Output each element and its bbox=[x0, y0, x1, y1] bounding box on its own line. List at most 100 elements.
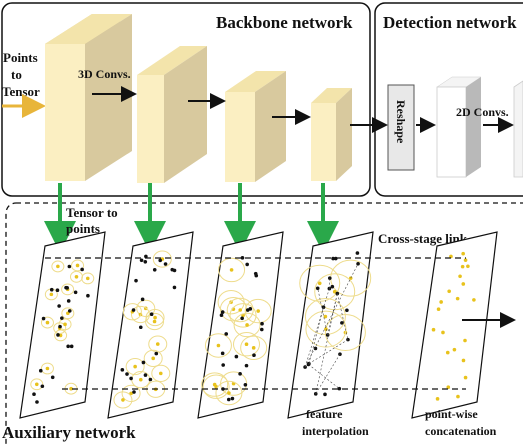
dark-point bbox=[69, 344, 74, 349]
yellow-point bbox=[461, 358, 466, 363]
dark-point bbox=[73, 290, 78, 295]
yellow-point bbox=[461, 282, 466, 286]
dark-point bbox=[120, 368, 125, 372]
dark-point bbox=[313, 346, 318, 351]
neighborhood-ring bbox=[58, 318, 72, 331]
yellow-point bbox=[251, 346, 256, 350]
yellow-point bbox=[63, 322, 67, 327]
neighborhood-ring bbox=[299, 264, 341, 302]
auxiliary-box bbox=[5, 202, 523, 445]
dark-point bbox=[170, 267, 175, 272]
neighborhood-ring bbox=[125, 357, 145, 376]
dark-point bbox=[57, 304, 61, 308]
dark-point bbox=[234, 354, 239, 359]
conv3d-label: 3D Convs. bbox=[78, 67, 131, 81]
interp-link bbox=[304, 288, 330, 368]
neighborhood-ring bbox=[244, 298, 272, 324]
yellow-point bbox=[323, 314, 328, 319]
dark-point bbox=[67, 264, 72, 269]
feature-map-icon bbox=[19, 231, 106, 419]
neighborhood-ring bbox=[71, 259, 85, 272]
yellow-point bbox=[436, 307, 441, 311]
dark-point bbox=[32, 392, 36, 397]
yellow-point bbox=[348, 276, 353, 280]
dark-point bbox=[230, 396, 235, 401]
yellow-point bbox=[461, 251, 465, 256]
neighborhood-ring bbox=[233, 332, 261, 357]
conv2d-block-2 bbox=[513, 80, 523, 178]
dark-point bbox=[66, 344, 70, 349]
yellow-point bbox=[463, 375, 468, 380]
dark-point bbox=[132, 390, 136, 394]
neighborhood-ring bbox=[143, 349, 163, 367]
neighborhood-ring bbox=[145, 308, 165, 327]
dark-point bbox=[41, 316, 46, 321]
neighborhood-ring bbox=[30, 378, 44, 391]
points-to-tensor-label-3: Tensor bbox=[2, 84, 40, 99]
dark-point bbox=[86, 293, 90, 298]
dark-point bbox=[243, 382, 248, 387]
yellow-point bbox=[447, 289, 451, 294]
neighborhood-ring bbox=[148, 335, 168, 353]
dark-point bbox=[134, 278, 138, 283]
feature-cube-2 bbox=[137, 46, 207, 183]
dark-point bbox=[129, 376, 133, 381]
yellow-point bbox=[75, 263, 80, 268]
conv2d-label: 2D Convs. bbox=[456, 105, 509, 119]
neighborhood-ring bbox=[217, 289, 245, 315]
dark-point bbox=[38, 368, 43, 373]
feature-map-icon bbox=[197, 231, 284, 419]
yellow-point bbox=[455, 296, 460, 301]
feature-map-icon bbox=[287, 231, 374, 419]
yellow-point bbox=[445, 350, 450, 355]
backbone-box bbox=[1, 2, 371, 197]
yellow-point bbox=[69, 386, 73, 391]
dark-point bbox=[138, 325, 143, 330]
yellow-point bbox=[441, 330, 445, 335]
yellow-point bbox=[45, 320, 50, 325]
points-to-tensor-label-2: to bbox=[11, 67, 22, 82]
neighborhood-ring bbox=[218, 257, 246, 283]
feature-cube-3 bbox=[225, 71, 286, 182]
yellow-point bbox=[435, 397, 440, 401]
auxiliary-title: Auxiliary network bbox=[2, 423, 136, 442]
yellow-point bbox=[216, 343, 221, 348]
dark-point bbox=[220, 310, 225, 314]
interp-link bbox=[308, 307, 324, 364]
yellow-point bbox=[463, 258, 468, 262]
neighborhood-ring bbox=[51, 260, 65, 273]
dark-point bbox=[139, 258, 144, 263]
dark-point bbox=[219, 313, 224, 318]
dark-point bbox=[245, 262, 249, 267]
yellow-point bbox=[458, 274, 462, 279]
neighborhood-ring bbox=[215, 380, 243, 406]
interp-link bbox=[308, 364, 340, 389]
dark-point bbox=[163, 262, 168, 266]
neighborhood-ring bbox=[233, 312, 261, 338]
dark-point bbox=[252, 353, 256, 358]
neighborhood-ring bbox=[305, 310, 347, 348]
yellow-point bbox=[133, 364, 137, 369]
dark-point bbox=[154, 351, 159, 356]
feature-cube-1-shading bbox=[45, 14, 132, 181]
dark-point bbox=[244, 363, 249, 368]
backbone-title: Backbone network bbox=[216, 13, 353, 32]
feature-interp-label-2: interpolation bbox=[302, 424, 369, 438]
interp-link bbox=[304, 263, 359, 368]
tensor-to-points-label-2: points bbox=[66, 221, 100, 236]
yellow-point bbox=[452, 347, 457, 352]
dark-point bbox=[66, 299, 71, 303]
yellow-point bbox=[34, 382, 39, 387]
dark-point bbox=[35, 400, 39, 404]
dark-point bbox=[49, 287, 54, 292]
pointwise-concat-label-1: point-wise bbox=[425, 407, 478, 421]
yellow-point bbox=[324, 327, 328, 331]
dark-point bbox=[140, 297, 145, 302]
feature-map-icon bbox=[411, 231, 498, 419]
yellow-point bbox=[431, 327, 436, 332]
yellow-point bbox=[456, 394, 460, 399]
dark-point bbox=[327, 276, 332, 280]
dark-point bbox=[65, 286, 69, 290]
dark-point bbox=[345, 308, 349, 313]
